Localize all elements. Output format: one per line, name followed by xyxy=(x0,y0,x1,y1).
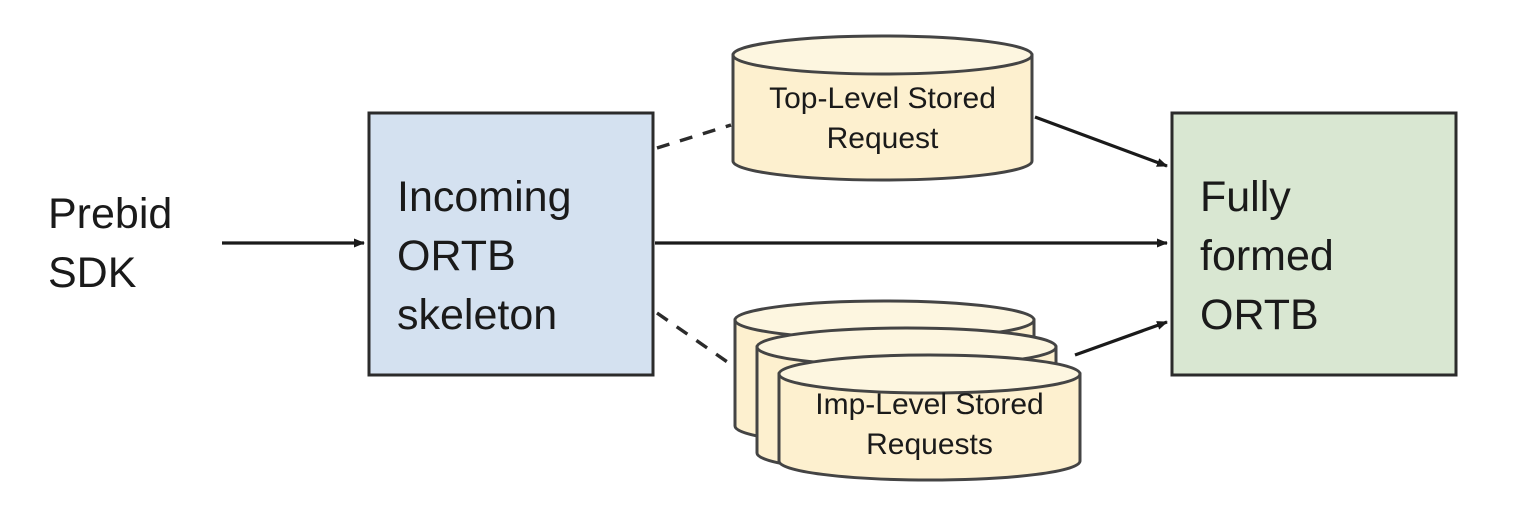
cylinder-top xyxy=(731,34,1034,76)
edge-skeleton-to-top-level xyxy=(656,123,732,150)
incoming-ortb-skeleton-line-2: ORTB xyxy=(397,232,516,280)
imp-level-stored-requests-line-1: Imp-Level Stored xyxy=(815,388,1043,421)
fully-formed-ortb-box xyxy=(1170,111,1458,377)
node-fully-formed-ortb[interactable]: Fully formed ORTB xyxy=(1170,111,1458,377)
imp-level-stored-requests-line-2: Requests xyxy=(866,428,993,461)
node-incoming-ortb-skeleton[interactable]: Incoming ORTB skeleton xyxy=(367,111,655,377)
top-level-stored-request-line-2: Request xyxy=(827,122,939,155)
node-prebid-sdk: Prebid SDK xyxy=(48,190,172,297)
prebid-sdk-line-2: SDK xyxy=(48,249,137,297)
node-top-level-stored-request[interactable]: Top-Level Stored Request xyxy=(731,34,1034,182)
incoming-ortb-skeleton-line-1: Incoming xyxy=(397,173,571,221)
incoming-ortb-skeleton-box xyxy=(367,111,655,377)
node-imp-level-stored-requests[interactable]: Imp-Level Stored Requests xyxy=(733,299,1082,482)
prebid-sdk-line-1: Prebid xyxy=(48,190,172,238)
fully-formed-ortb-line-3: ORTB xyxy=(1200,291,1319,339)
cylinder-body xyxy=(731,53,1034,182)
edge-imp-level-to-fully-formed xyxy=(1074,320,1168,357)
edge-top-level-to-fully-formed xyxy=(1034,115,1168,168)
edge-layer xyxy=(222,115,1168,370)
cylinder-front xyxy=(777,353,1082,482)
fully-formed-ortb-line-2: formed xyxy=(1200,232,1334,280)
incoming-ortb-skeleton-line-3: skeleton xyxy=(397,291,557,339)
top-level-stored-request-line-1: Top-Level Stored xyxy=(769,82,996,115)
edge-skeleton-to-imp-level xyxy=(656,311,737,370)
fully-formed-ortb-line-1: Fully xyxy=(1200,173,1291,221)
